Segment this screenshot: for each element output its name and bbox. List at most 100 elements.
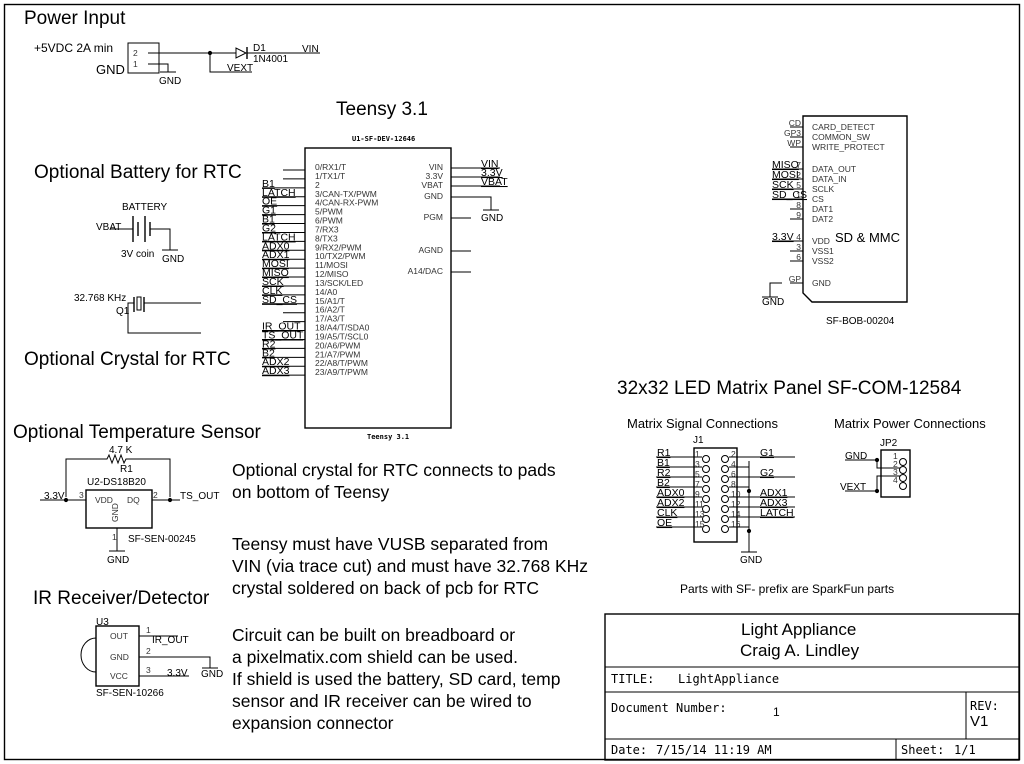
sd-net-label: SCK	[772, 179, 794, 191]
j1-net-label: OE	[657, 517, 672, 529]
sd-pin-number: 5	[796, 180, 801, 190]
ir-pin-label: GND	[110, 652, 129, 662]
teensy-pin-label: 1/TX1/T	[315, 171, 345, 181]
sd-pin-number: 6	[796, 252, 801, 262]
j1-pin-hole	[702, 525, 710, 533]
j1-net-label: B1	[657, 457, 670, 469]
crystal-freq: 32.768 KHz	[74, 293, 126, 304]
teensy-net-label: VIN	[481, 158, 499, 170]
teensy-pin-label: 13/SCK/LED	[315, 278, 363, 288]
sd-net-label: 3.3V	[772, 231, 794, 243]
temp-dq: DQ	[127, 495, 140, 505]
note-line: If shield is used the battery, SD card, …	[232, 669, 560, 689]
jp2-connector-body	[880, 449, 911, 498]
sd-pin-number: WP	[787, 138, 801, 148]
jp2-pin-number: 1	[893, 451, 898, 461]
teensy-pin-label: 4/CAN-RX-PWM	[315, 198, 378, 208]
ir-pin-number: 1	[146, 625, 151, 635]
j1-pin-number: 16	[731, 519, 741, 529]
ir-pin-number: 3	[146, 665, 151, 675]
j1-net-label: R2	[657, 467, 671, 479]
sd-pin-number: 4	[796, 232, 801, 242]
teensy-pin-label: 17/A3/T	[315, 314, 345, 324]
note-line: expansion connector	[232, 713, 394, 733]
j1-pin-number: 2	[731, 449, 736, 459]
teensy-pin-label: PGM	[424, 212, 443, 222]
ir-net-out: IR_OUT	[152, 635, 189, 646]
j1-pin-number: 3	[695, 459, 700, 469]
power-pin2: 2	[133, 48, 138, 58]
teensy-net-label: ADX2	[262, 356, 290, 368]
sd-pin-label: CS	[812, 194, 824, 204]
teensy-pin-label: AGND	[418, 245, 443, 255]
sd-pin-label: DAT1	[812, 204, 833, 214]
date-label: Date:	[611, 743, 647, 757]
crystal-section: 32.768 KHz Q1 Optional Crystal for RTC	[24, 293, 231, 370]
date-value: 7/15/14 11:19 AM	[656, 743, 772, 757]
temp-vdd: VDD	[95, 495, 113, 505]
j1-pin-hole	[702, 485, 710, 493]
jp2-pin-hole	[899, 466, 907, 474]
teensy-pin-label: 0/RX1/T	[315, 162, 346, 172]
teensy-pin-label: 3/CAN-TX/PWM	[315, 189, 377, 199]
teensy-pin-label: 21/A7/PWM	[315, 349, 360, 359]
teensy-pin-label: 16/A2/T	[315, 305, 345, 315]
j1-net-label: R1	[657, 447, 671, 459]
j1-gnd: GND	[740, 555, 762, 566]
doc-number-label: Document Number:	[611, 701, 727, 715]
note-line: Optional crystal for RTC connects to pad…	[232, 460, 556, 480]
sd-pin-number: GP3	[784, 128, 801, 138]
sd-pin-number: 1	[796, 190, 801, 200]
teensy-net-label: MISO	[262, 267, 289, 279]
teensy-pin-label: 6/PWM	[315, 216, 343, 226]
j1-pin-number: 13	[695, 509, 705, 519]
sd-gnd: GND	[762, 297, 784, 308]
rev-label: REV:	[970, 699, 999, 713]
teensy-net-label: LATCH	[262, 231, 296, 243]
j1-pin-number: 11	[695, 499, 704, 509]
power-supply-label: +5VDC 2A min	[34, 41, 113, 55]
title-value: LightAppliance	[678, 672, 779, 686]
temp-gnd: GND	[107, 555, 129, 566]
teensy-net-label: G1	[262, 205, 276, 217]
temp-ic: U2-DS18B20	[87, 477, 146, 488]
sd-pin-label: VDD	[812, 236, 830, 246]
jp2-pin-number: 4	[893, 475, 898, 485]
battery-value: 3V coin	[121, 249, 154, 260]
sd-pin-label: DATA_OUT	[812, 164, 856, 174]
ir-lens	[80, 637, 97, 673]
sd-pin-number: 8	[796, 200, 801, 210]
teensy-pin-label: 11/MOSI	[315, 260, 348, 270]
teensy-pin-label: A14/DAC	[408, 266, 443, 276]
j1-pin-hole	[721, 525, 729, 533]
j1-pin-number: 14	[731, 509, 741, 519]
section-title-battery: Optional Battery for RTC	[34, 162, 242, 183]
j1-pin-number: 8	[731, 479, 736, 489]
teensy-net-label: LATCH	[262, 187, 296, 199]
ir-gnd: GND	[201, 669, 223, 680]
j1-net-label: ADX3	[760, 497, 788, 509]
teensy-net-label: SCK	[262, 276, 284, 288]
j1-pin-hole	[702, 465, 710, 473]
temp-net-out: TS_OUT	[180, 491, 219, 502]
teensy-net-label: G2	[262, 222, 276, 234]
j1-net-label: CLK	[657, 507, 677, 519]
ir-pin-number: 2	[146, 646, 151, 656]
section-title-power-input: Power Input	[24, 8, 126, 29]
j1-net-label: G1	[760, 447, 774, 459]
battery-net-vbat: VBAT	[96, 222, 121, 233]
sd-pin-number: 3	[796, 242, 801, 252]
j1-net-label: LATCH	[760, 507, 794, 519]
j1-pin-number: 6	[731, 469, 736, 479]
j1-pin-number: 7	[695, 479, 700, 489]
teensy-net-label: IR_OUT	[262, 321, 301, 333]
note-line: sensor and IR receiver can be wired to	[232, 691, 532, 711]
note-line: Circuit can be built on breadboard or	[232, 625, 515, 645]
sd-pin-label: DAT2	[812, 214, 833, 224]
section-title-crystal: Optional Crystal for RTC	[24, 349, 231, 370]
note-line: crystal soldered on back of pcb for RTC	[232, 578, 539, 598]
teensy-part-number: U1-SF-DEV-12646	[352, 135, 415, 143]
sd-pin-label: VSS1	[812, 246, 834, 256]
led-matrix-section: 32x32 LED Matrix Panel SF-COM-12584 Matr…	[617, 378, 986, 596]
